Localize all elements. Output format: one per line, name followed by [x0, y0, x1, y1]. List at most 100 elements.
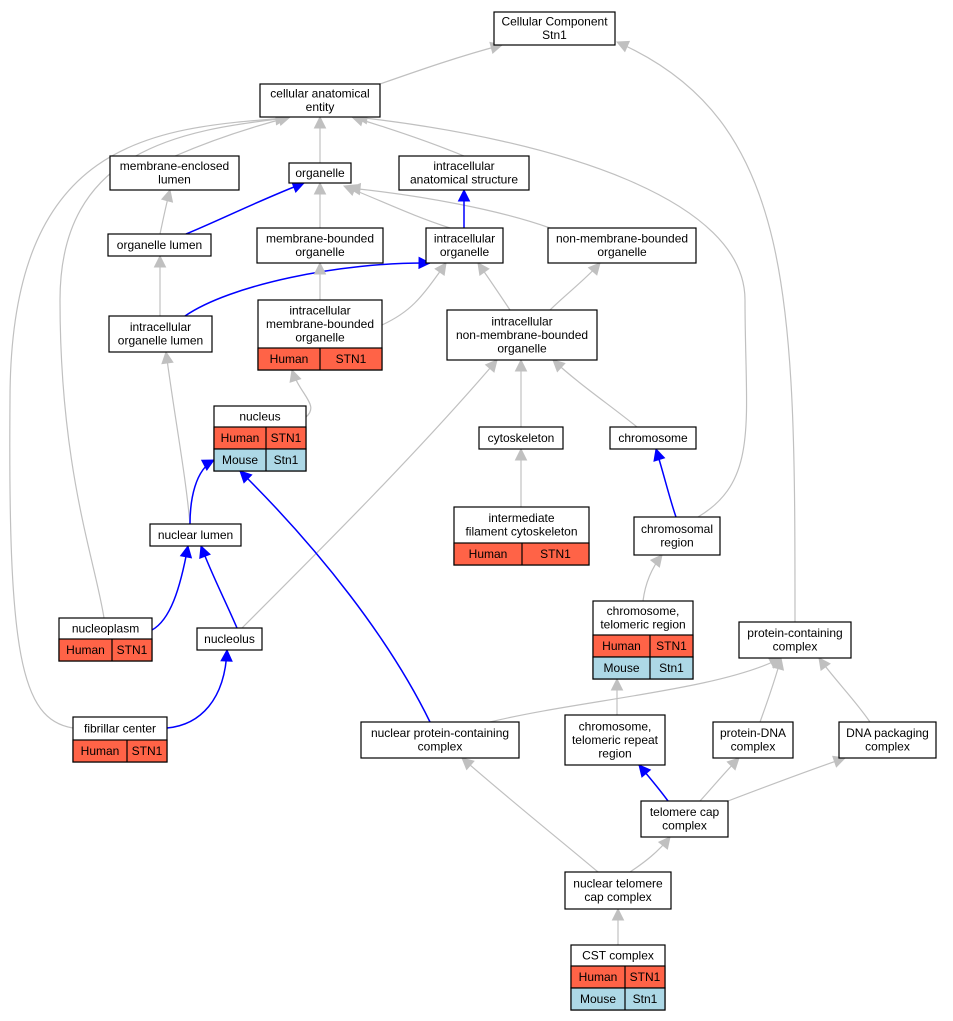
term-label-line: organelle [497, 341, 547, 355]
edge-line [241, 359, 498, 629]
term-node-nucleolus[interactable]: nucleolus [196, 627, 263, 651]
edge-line [552, 359, 638, 428]
term-node-box [425, 227, 504, 264]
term-label-line: chromosomal [641, 522, 713, 536]
term-label-line: protein-containing [747, 626, 842, 640]
term-node-nuclear-lumen[interactable]: nuclear lumen [149, 523, 242, 547]
edge-is-a-organelle-lumen-to-membrane-enclosed-lumen [159, 188, 174, 235]
term-label-line: complex [773, 640, 818, 654]
term-node-intracellular-membrane-bounded-organelle[interactable]: intracellularmembrane-boundedorganelleHu… [257, 299, 383, 371]
term-label-line: intracellular [289, 303, 350, 317]
term-label-line: Stn1 [542, 28, 567, 42]
species-label: Human [81, 744, 120, 758]
edge-arrowhead [200, 459, 215, 471]
edge-arrowhead [726, 757, 740, 771]
term-node-cytoskeleton[interactable]: cytoskeleton [478, 426, 564, 450]
term-label-line: DNA packaging [846, 726, 929, 740]
term-node-box [109, 155, 240, 191]
edge-line [727, 757, 846, 802]
edge-line [151, 545, 189, 631]
term-node-box [712, 721, 794, 759]
term-node-organelle-lumen[interactable]: organelle lumen [107, 233, 212, 257]
edge-arrowhead [347, 182, 362, 196]
term-label-line: non-membrane-bounded [456, 328, 588, 342]
term-label-line: complex [865, 740, 910, 754]
gene-symbol: STN1 [132, 744, 163, 758]
edge-is-a-nucleus-to-intracellular-membrane-bounded-organelle [289, 368, 312, 418]
term-label-line: chromosome [618, 431, 688, 445]
term-node-box [149, 523, 242, 547]
term-node-box [838, 721, 937, 759]
term-label-line: organelle [295, 245, 345, 259]
term-label-line: anatomical structure [410, 173, 518, 187]
term-node-box [256, 227, 384, 264]
term-label-line: nucleoplasm [72, 621, 139, 635]
species-label: Mouse [222, 453, 258, 467]
edge-arrowhead [514, 447, 528, 461]
term-node-box [196, 627, 263, 651]
term-node-box [609, 426, 697, 450]
edge-is-a-telomere-cap-complex-to-dna-packaging-complex [727, 755, 847, 802]
term-node-organelle[interactable]: organelle [288, 162, 352, 184]
term-label-line: entity [306, 100, 335, 114]
term-label-line: membrane-bounded [266, 232, 374, 246]
term-label-line: intracellular [433, 159, 494, 173]
edge-arrowhead [649, 554, 663, 568]
term-node-box [288, 162, 352, 184]
term-node-box [107, 233, 212, 257]
term-label-line: membrane-enclosed [120, 159, 229, 173]
edge-is-a-nuclear-lumen-to-intracellular-organelle-lumen [161, 350, 191, 525]
edge-is-a-chromosome-telomeric-region-to-chromosomal-region [642, 554, 663, 602]
edge-line [59, 117, 288, 619]
human-annotation-row [72, 739, 168, 763]
term-label-line: membrane-bounded [266, 317, 374, 331]
term-label-line: nuclear lumen [158, 528, 233, 542]
term-label-line: organelle lumen [118, 334, 203, 348]
edge-line [461, 757, 599, 873]
edge-arrowhead [611, 907, 625, 921]
term-label-line: telomeric region [600, 618, 685, 632]
edge-is-a-intracellular-membrane-bounded-organelle-to-intracellular-organelle [381, 262, 447, 326]
term-node-chromosome[interactable]: chromosome [609, 426, 697, 450]
mouse-annotation-row [592, 656, 694, 680]
term-label-line: region [660, 536, 693, 550]
term-label-line: organelle [440, 245, 490, 259]
species-label: Mouse [580, 992, 616, 1006]
edge-line [818, 657, 871, 723]
term-label-line: cytoskeleton [488, 431, 555, 445]
term-node-intracellular-non-membrane-bounded-organelle[interactable]: intracellularnon-membrane-boundedorganel… [446, 309, 598, 361]
edge-is-a-intracellular-non-membrane-bounded-organelle-to-intracellular-organelle [477, 262, 511, 311]
edge-arrowhead [818, 657, 831, 672]
edge-line [184, 262, 431, 317]
edge-layer [9, 40, 871, 945]
edge-arrowhead [179, 544, 193, 559]
edge-line [381, 262, 447, 326]
gene-symbol: Stn1 [633, 992, 658, 1006]
term-label-line: cellular anatomical [270, 87, 369, 101]
term-label-line: intracellular [491, 314, 552, 328]
term-label-line: telomere cap [650, 805, 720, 819]
